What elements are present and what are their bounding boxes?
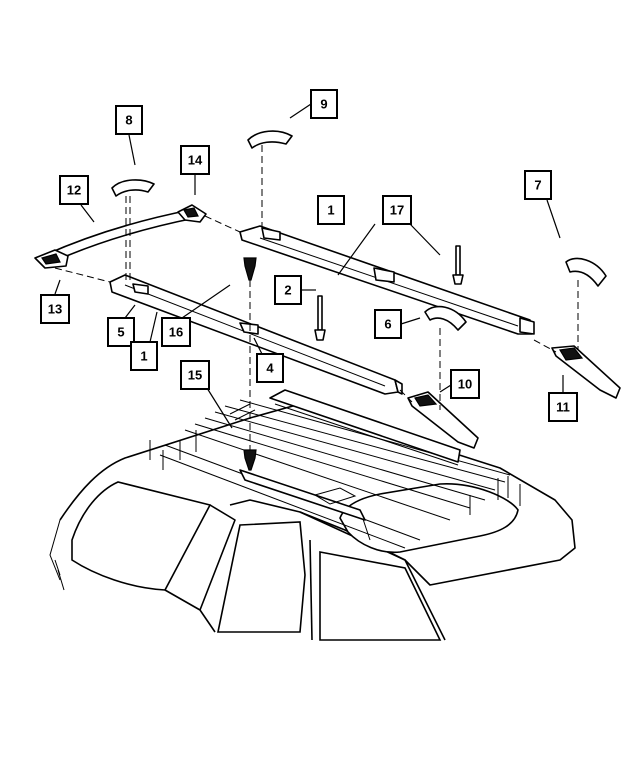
front-side-window xyxy=(217,521,306,633)
end-cap-9 xyxy=(247,130,293,149)
callout-14-label: 14 xyxy=(188,153,203,168)
callout-16: 16 xyxy=(161,317,191,347)
callout-2: 2 xyxy=(274,275,302,305)
callouts: 8 9 14 12 7 1 17 2 xyxy=(40,89,578,422)
callout-1-upper-label: 1 xyxy=(327,203,334,218)
callout-7: 7 xyxy=(524,170,552,200)
callout-2-label: 2 xyxy=(284,283,291,298)
vehicle-body xyxy=(49,389,576,641)
callout-13: 13 xyxy=(40,294,70,324)
sunroof xyxy=(339,483,519,554)
callout-17-label: 17 xyxy=(390,203,404,218)
rear-support-10 xyxy=(407,391,479,449)
callout-17: 17 xyxy=(382,195,412,225)
callout-13-label: 13 xyxy=(48,302,62,317)
callout-14: 14 xyxy=(180,145,210,175)
callout-7-label: 7 xyxy=(534,178,541,193)
screw-17 xyxy=(455,245,461,276)
callout-6-label: 6 xyxy=(384,317,391,332)
callout-1-lower: 1 xyxy=(130,341,158,371)
callout-1-lower-label: 1 xyxy=(140,349,147,364)
callout-10-label: 10 xyxy=(458,377,472,392)
callout-12-label: 12 xyxy=(67,183,81,198)
callout-10: 10 xyxy=(450,369,480,399)
callout-5: 5 xyxy=(107,317,135,347)
callout-11: 11 xyxy=(548,392,578,422)
callout-1-upper: 1 xyxy=(317,195,345,225)
left-side-rail xyxy=(109,274,399,395)
end-cap-6 xyxy=(424,305,467,331)
callout-9: 9 xyxy=(310,89,338,119)
end-cap-8 xyxy=(111,179,155,197)
callout-9-label: 9 xyxy=(320,97,327,112)
windshield xyxy=(71,481,212,591)
leader-lines xyxy=(54,103,564,429)
callout-6: 6 xyxy=(374,309,402,339)
callout-15-label: 15 xyxy=(188,368,202,383)
callout-4: 4 xyxy=(256,353,284,383)
callout-5-label: 5 xyxy=(117,325,124,340)
push-pin-lower xyxy=(243,449,257,471)
callout-4-label: 4 xyxy=(266,361,274,376)
callout-8-label: 8 xyxy=(125,113,132,128)
rail-assemblies xyxy=(34,130,621,471)
callout-8: 8 xyxy=(115,105,143,135)
screw-2 xyxy=(317,295,323,331)
push-pin xyxy=(243,257,257,281)
callout-11-label: 11 xyxy=(556,400,570,415)
alignment-lines xyxy=(54,145,579,450)
callout-16-label: 16 xyxy=(169,325,183,340)
callout-15: 15 xyxy=(180,360,210,390)
rear-side-window xyxy=(319,551,442,641)
callout-12: 12 xyxy=(59,175,89,205)
end-cap-7 xyxy=(565,257,607,287)
